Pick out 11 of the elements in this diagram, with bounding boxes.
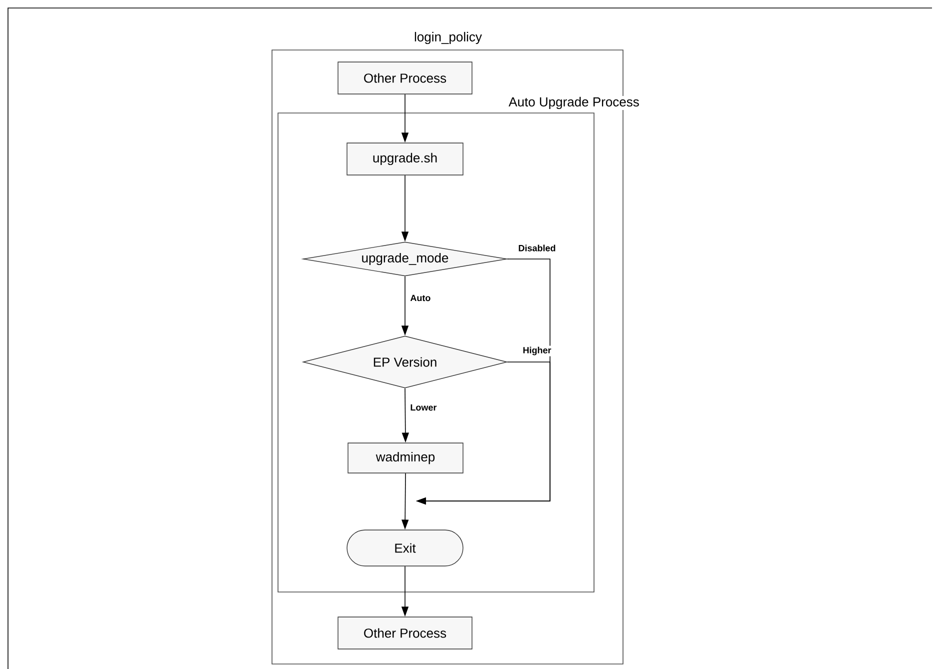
edge-label: Lower [409, 403, 438, 412]
edge-label: Disabled [517, 244, 557, 252]
edge-label: Auto [409, 294, 432, 302]
node-label: login_policy [414, 32, 482, 44]
node-label: Auto Upgrade Process [508, 96, 639, 110]
process-box: wadminep [348, 442, 464, 474]
process-box: Other Process [338, 62, 472, 94]
process-box: upgrade.sh [346, 142, 464, 176]
process-box: Other Process [338, 616, 472, 650]
edge-label: Higher [522, 346, 552, 356]
terminal-box: Exit [346, 530, 464, 566]
